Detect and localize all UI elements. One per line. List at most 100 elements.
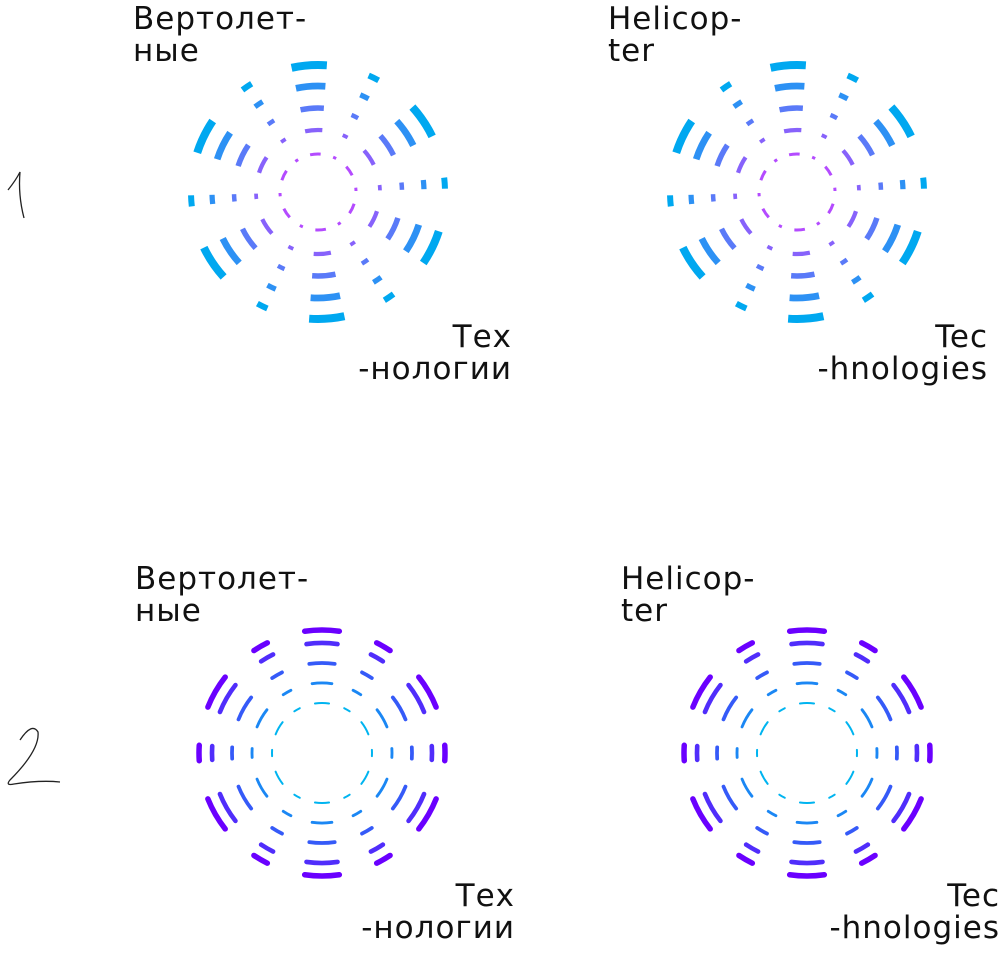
logo-dash [841, 149, 855, 166]
logo-dash [304, 640, 340, 647]
logo-dash [820, 133, 828, 140]
logo-dash [293, 793, 301, 799]
logo-dash [857, 133, 875, 157]
logo-dash [901, 674, 924, 710]
logo-dash [792, 661, 822, 666]
logo-dash [672, 118, 696, 155]
logo-dash [362, 149, 376, 166]
logo-dash [219, 236, 242, 266]
logo-dash [740, 777, 754, 798]
logo-dash [360, 721, 370, 736]
logo-dash [792, 840, 822, 845]
logo-dash [441, 177, 448, 189]
logo-dash [240, 81, 254, 93]
logo-dash [274, 721, 284, 736]
logo-dash [394, 118, 417, 148]
logo-dash [359, 92, 370, 102]
logo-dash [266, 118, 276, 127]
logo-dash [795, 820, 819, 825]
logo-dash [786, 627, 828, 634]
logo-dash [308, 312, 346, 323]
logo-dash [667, 195, 674, 207]
logo-dash [373, 852, 393, 866]
logo-dash [420, 179, 427, 190]
logo-dash [864, 217, 880, 241]
logo-dash [860, 708, 874, 729]
logo-dash [853, 842, 871, 854]
logo-dash [188, 195, 195, 207]
logo-dash [217, 791, 238, 824]
logo-dash [349, 240, 356, 247]
subtitle-en-2: Tec-hnologies [829, 878, 1000, 946]
logo-dash [253, 99, 265, 109]
logo-dash [860, 777, 874, 798]
logo-dash [403, 223, 423, 254]
logo-dash [299, 105, 325, 113]
logo-dash [755, 670, 769, 680]
logo-dash [783, 127, 802, 134]
logo-dash [310, 681, 334, 686]
logo-dash [311, 271, 337, 279]
logo-dash [301, 872, 343, 879]
logo-dash [690, 674, 713, 710]
logo-dash [315, 227, 327, 232]
logo-dash [778, 793, 786, 799]
logo-dash [845, 721, 855, 736]
logo-dash [828, 793, 836, 799]
logo-dash [307, 661, 337, 666]
logo-dash [690, 796, 713, 832]
logo-dash [304, 127, 323, 134]
logo-dash [406, 791, 427, 824]
logo-dash [875, 784, 893, 811]
logo-dash [846, 72, 860, 84]
logo-dash [343, 793, 351, 799]
logo-dash [235, 143, 251, 167]
logo-dash [740, 708, 754, 729]
logo-dash [281, 809, 293, 818]
logo-dash [213, 130, 233, 161]
logo-dash [280, 137, 287, 144]
logo-dash [390, 695, 408, 722]
logo-dash [274, 770, 284, 785]
logo-dash [251, 852, 271, 866]
logo-dash [293, 707, 301, 713]
logo-dash [888, 104, 915, 139]
logo-dash [205, 674, 228, 710]
logo-dash [217, 682, 238, 715]
logo-dash [736, 156, 748, 174]
logo-dash [406, 682, 427, 715]
logo-dash [778, 707, 786, 713]
logo-dash [266, 282, 277, 292]
logo-dash [736, 852, 756, 866]
logo-dash [373, 640, 393, 654]
logo-dash [255, 777, 269, 798]
logo-dash [332, 155, 337, 160]
logo-dash [743, 652, 761, 664]
subtitle-ru-1: Тех-нологии [358, 319, 512, 387]
logo-dash [787, 312, 825, 323]
logo-dash [790, 271, 816, 279]
logo-dash [828, 240, 835, 247]
logo-dash [270, 670, 284, 680]
logo-dash [409, 104, 436, 139]
logo-dash [367, 210, 379, 228]
logo-dash [838, 92, 849, 102]
logo-dash [260, 218, 274, 235]
logo-dash [774, 82, 805, 92]
logo-dash [766, 688, 778, 697]
logo-dash [875, 695, 893, 722]
logo-dash [766, 244, 774, 251]
logo-dash [755, 263, 765, 272]
logo-dash [310, 820, 334, 825]
logo-dash [679, 245, 706, 280]
logo-dash [839, 257, 849, 266]
logo-dash [789, 292, 820, 302]
logo-dash [755, 826, 769, 836]
logo-dash [778, 105, 804, 113]
logo-dash [310, 292, 341, 302]
logo-dash [899, 179, 906, 190]
logo-dash [378, 133, 396, 157]
logo-dash [255, 708, 269, 729]
